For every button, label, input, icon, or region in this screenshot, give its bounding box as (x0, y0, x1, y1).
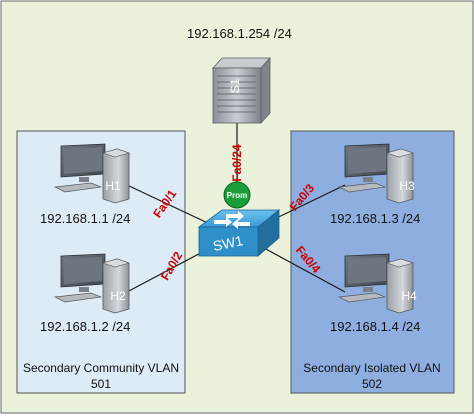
host-h2-icon[interactable] (53, 253, 131, 314)
isolated-vlan-id: 502 (362, 377, 382, 391)
host-h3-ip: 192.168.1.3 /24 (330, 211, 420, 226)
prom-badge-label: Prom (227, 191, 247, 200)
server-ip: 192.168.1.254 /24 (187, 26, 292, 41)
link-h1-sw1 (126, 184, 213, 226)
host-h4-ip: 192.168.1.4 /24 (330, 319, 420, 334)
link-h2-sw1 (126, 247, 211, 293)
host-h2-ip: 192.168.1.2 /24 (40, 319, 130, 334)
host-h1-label: H1 (105, 179, 121, 193)
community-vlan-name: Secondary Community VLAN (23, 361, 179, 375)
host-h4-label: H4 (401, 289, 417, 303)
host-h3-icon[interactable] (337, 143, 415, 204)
link-h4-sw1 (263, 247, 346, 293)
host-h1-ip: 192.168.1.1 /24 (40, 211, 130, 226)
community-vlan-id: 501 (91, 377, 111, 391)
host-h4-icon[interactable] (337, 253, 415, 314)
host-h1-icon[interactable] (53, 143, 131, 204)
server-icon[interactable] (212, 56, 271, 125)
switch-icon[interactable] (197, 209, 281, 257)
server-label: S1 (228, 78, 242, 93)
host-h3-label: H3 (399, 179, 415, 193)
host-h2-label: H2 (110, 289, 126, 303)
port-label-fa0-24: Fa0/24 (230, 144, 244, 182)
prom-badge: Prom (223, 181, 251, 209)
switch-label: SW1 (211, 232, 244, 254)
isolated-vlan-name: Secondary Isolated VLAN (303, 361, 440, 375)
